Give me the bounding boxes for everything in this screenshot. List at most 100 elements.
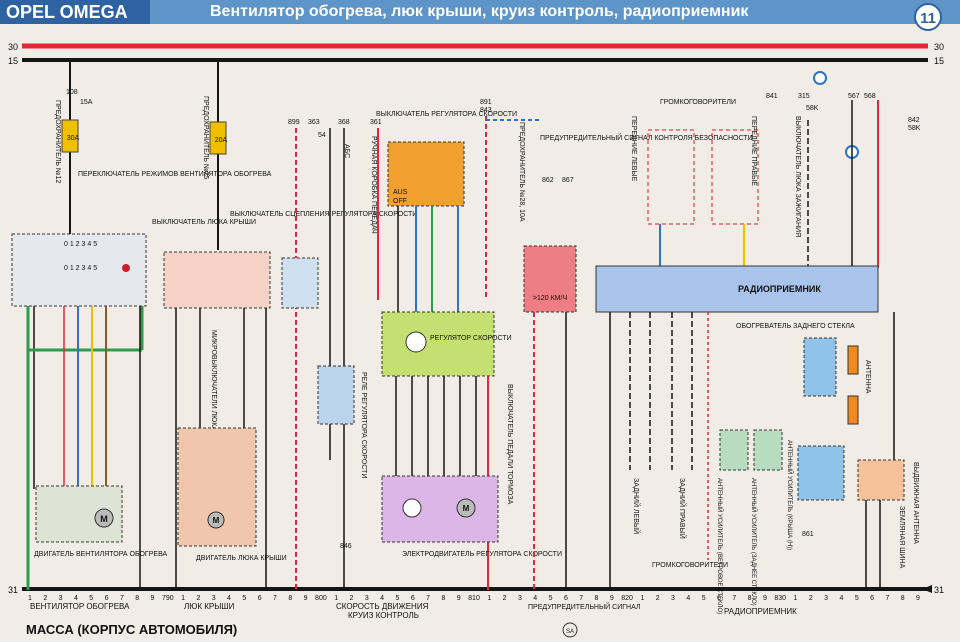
ground-label: МАССА (КОРПУС АВТОМОБИЛЯ) bbox=[26, 622, 237, 637]
motor-icon bbox=[456, 498, 476, 518]
bottom-number: 810 bbox=[468, 595, 480, 602]
component-label: ВЫКЛЮЧАТЕЛЬ СЦЕПЛЕНИЯ РЕГУЛЯТОРА СКОРОСТ… bbox=[230, 211, 417, 218]
switch-positions: 0 1 2 3 4 5 bbox=[64, 265, 97, 272]
speed-relay-box bbox=[317, 365, 355, 425]
fuse-rating: 30A bbox=[67, 135, 80, 142]
bottom-number: 4 bbox=[533, 595, 537, 602]
bottom-number: 830 bbox=[774, 595, 786, 602]
component-label: АНТЕННЫЙ УСИЛИТЕЛЬ (ЗАДНЕЕ СТЕКЛО) bbox=[750, 478, 758, 606]
bottom-number: 5 bbox=[855, 595, 859, 602]
bottom-number: 9 bbox=[304, 595, 308, 602]
bottom-number: 8 bbox=[441, 595, 445, 602]
component-label: ЗАДНИЙ ПРАВЫЙ bbox=[678, 478, 687, 539]
bottom-number: 9 bbox=[763, 595, 767, 602]
bottom-number: 3 bbox=[671, 595, 675, 602]
ref-label: 58K bbox=[908, 125, 921, 132]
component-label: ДВИГАТЕЛЬ ЛЮКА КРЫШИ bbox=[196, 555, 287, 562]
bottom-number: 6 bbox=[105, 595, 109, 602]
bottom-number: 8 bbox=[288, 595, 292, 602]
bottom-number: 1 bbox=[334, 595, 338, 602]
switch-position: OFF bbox=[393, 198, 407, 205]
section-label: ЛЮК КРЫШИ bbox=[184, 602, 235, 611]
ground-arrow-icon bbox=[922, 585, 932, 593]
ref-label: 108 bbox=[66, 89, 78, 96]
regulator-icon bbox=[405, 331, 427, 353]
bottom-number: 5 bbox=[242, 595, 246, 602]
header-banner: OPEL OMEGA Вентилятор обогрева, люк крыш… bbox=[0, 0, 960, 24]
ref-label: 361 bbox=[370, 119, 382, 126]
bottom-number: 9 bbox=[610, 595, 614, 602]
ref-label: 846 bbox=[340, 543, 352, 550]
bottom-number: 5 bbox=[89, 595, 93, 602]
bottom-number: 7 bbox=[426, 595, 430, 602]
fuse-label: ПРЕДОХРАНИТЕЛЬ №25 bbox=[202, 96, 209, 179]
bottom-number: 7 bbox=[885, 595, 889, 602]
bottom-number: 7 bbox=[273, 595, 277, 602]
ref-label: 867 bbox=[562, 177, 574, 184]
roof-switch-box bbox=[163, 251, 271, 309]
bottom-number: 4 bbox=[839, 595, 843, 602]
bottom-number: 4 bbox=[380, 595, 384, 602]
component-label: РЕГУЛЯТОР СКОРОСТИ bbox=[430, 335, 512, 342]
bottom-number: 8 bbox=[135, 595, 139, 602]
warning-module-box bbox=[523, 245, 577, 313]
cruise-motor-box bbox=[381, 475, 499, 543]
motor-icon: M bbox=[100, 514, 108, 524]
bottom-number: 2 bbox=[196, 595, 200, 602]
bottom-number: 5 bbox=[395, 595, 399, 602]
ref-label: 315 bbox=[798, 93, 810, 100]
ref-label: 899 bbox=[288, 119, 300, 126]
component-label: РЕЛЕ РЕГУЛЯТОРА СКОРОСТИ bbox=[360, 372, 367, 478]
speaker-front-right bbox=[711, 129, 759, 225]
bottom-number: 2 bbox=[350, 595, 354, 602]
indicator-lamp-icon bbox=[122, 264, 130, 272]
bottom-number: 790 bbox=[162, 595, 174, 602]
motor-icon bbox=[94, 508, 114, 528]
bottom-number: 7 bbox=[579, 595, 583, 602]
component-label: ПЕРЕКЛЮЧАТЕЛЬ РЕЖИМОВ ВЕНТИЛЯТОРА ОБОГРЕ… bbox=[78, 171, 272, 178]
fuse-label: ПРЕДОХРАНИТЕЛЬ №28, 10A bbox=[518, 122, 525, 222]
bottom-number: 8 bbox=[901, 595, 905, 602]
bottom-number: 1 bbox=[181, 595, 185, 602]
component-label: РУЧНАЯ КОРОБКА ПЕРЕДАЧ bbox=[370, 136, 377, 234]
motor-icon bbox=[207, 511, 225, 529]
bottom-number: 1 bbox=[487, 595, 491, 602]
bottom-number: 8 bbox=[748, 595, 752, 602]
component-label: ЗАДНИЙ ЛЕВЫЙ bbox=[632, 478, 641, 534]
bottom-number: 3 bbox=[59, 595, 63, 602]
clutch-switch-box bbox=[281, 257, 319, 309]
ref-label: 862 bbox=[542, 177, 554, 184]
component-label: ДВИГАТЕЛЬ ВЕНТИЛЯТОРА ОБОГРЕВА bbox=[34, 551, 168, 558]
bottom-number: 2 bbox=[809, 595, 813, 602]
component-label: РАДИОПРИЕМНИК bbox=[738, 284, 821, 294]
ref-label: 568 bbox=[864, 93, 876, 100]
speed-regulator-box bbox=[381, 311, 495, 377]
bottom-number: 1 bbox=[794, 595, 798, 602]
bottom-number: 3 bbox=[824, 595, 828, 602]
switch-position: AUS bbox=[393, 189, 408, 196]
rail-label: 31 bbox=[934, 585, 944, 595]
bottom-number: 2 bbox=[43, 595, 47, 602]
switch-positions: 0 1 2 3 4 5 bbox=[64, 241, 97, 248]
bottom-number: 4 bbox=[686, 595, 690, 602]
component-label: ЗЕМЛЯНАЯ ШИНА bbox=[898, 506, 905, 569]
bottom-number: 1 bbox=[28, 595, 32, 602]
bottom-number: 7 bbox=[120, 595, 124, 602]
regulator-icon bbox=[402, 498, 422, 518]
rail-label: 30 bbox=[8, 42, 18, 52]
rear-glass-heater bbox=[803, 337, 837, 397]
motor-icon: M bbox=[213, 516, 220, 525]
radio-box bbox=[595, 265, 879, 313]
component-label: АНТЕННА bbox=[864, 360, 871, 394]
bottom-number: 6 bbox=[717, 595, 721, 602]
bottom-number: 6 bbox=[258, 595, 262, 602]
cruise-switch-box bbox=[387, 141, 465, 207]
component-label: ПЕРЕДНИЕ ПРАВЫЕ bbox=[750, 116, 757, 186]
bottom-number: 5 bbox=[549, 595, 553, 602]
bottom-number: 9 bbox=[151, 595, 155, 602]
component-label: АНТЕННЫЙ УСИЛИТЕЛЬ (ВЕТРОВОЕ СТЕКЛО) bbox=[716, 478, 724, 614]
bottom-number: 7 bbox=[732, 595, 736, 602]
heater-element bbox=[847, 395, 859, 425]
bottom-number: 5 bbox=[702, 595, 706, 602]
